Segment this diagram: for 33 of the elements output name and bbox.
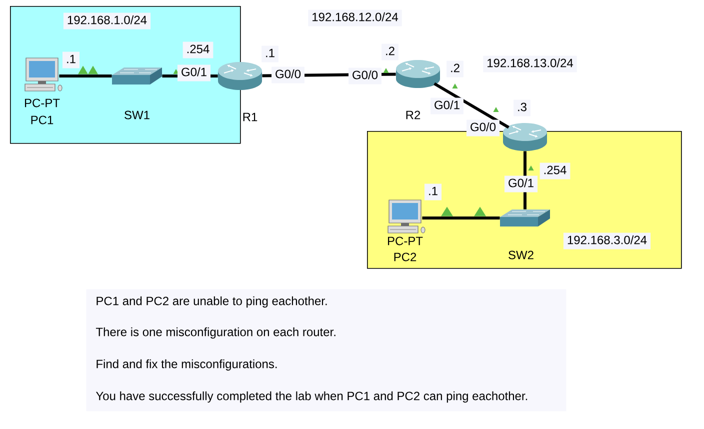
note-text: PC1 and PC2 are unable to ping eachother. — [96, 296, 327, 308]
device-name-label: R2 — [406, 110, 420, 120]
subnet-label: 192.168.13.0/24 — [483, 56, 577, 72]
subnet-label: 192.168.12.0/24 — [308, 10, 402, 26]
note-text: You have successfully completed the lab when PC1 and PC2 can ping eachother. — [96, 391, 528, 403]
device-name-label: SW1 — [124, 110, 150, 120]
subnet-label: 192.168.3.0/24 — [563, 232, 651, 250]
ip-address-label: .2 — [446, 60, 464, 78]
ip-address-label: .1 — [262, 46, 278, 62]
port-label: G0/1 — [178, 64, 210, 82]
ip-address-label: .3 — [514, 100, 530, 116]
note-text: Find and fix the misconfigurations. — [96, 359, 277, 371]
ip-address-label: .254 — [540, 162, 570, 180]
subnet-label: 192.168.1.0/24 — [63, 12, 151, 30]
ip-address-label: .254 — [182, 42, 214, 58]
device-name-label: SW2 — [508, 250, 534, 260]
port-label: G0/0 — [272, 66, 305, 84]
device-model-label: PC-PT — [25, 98, 60, 108]
link-line — [59, 74, 112, 78]
link-line — [434, 82, 510, 129]
router-icon — [503, 123, 547, 151]
device-name-label: R1 — [243, 112, 258, 122]
link-line — [422, 216, 500, 220]
note-text: There is one misconfiguration on each router. — [96, 327, 336, 339]
port-label: G0/1 — [430, 98, 464, 114]
device-name-label: PC2 — [394, 252, 416, 262]
device-name-label: PC1 — [31, 116, 54, 124]
port-label: G0/1 — [504, 176, 538, 192]
device-model-label: PC-PT — [388, 236, 423, 246]
port-label: G0/0 — [466, 120, 500, 136]
port-label: G0/0 — [348, 68, 382, 84]
ip-address-label: .2 — [382, 44, 398, 60]
ip-address-label: .1 — [424, 184, 442, 200]
